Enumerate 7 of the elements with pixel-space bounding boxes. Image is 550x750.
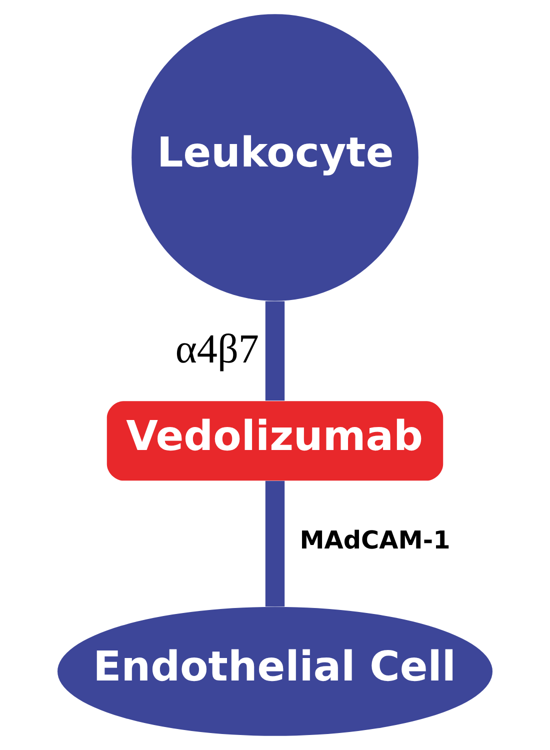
connector [265,480,285,607]
connector [265,301,285,401]
node-circle: Leukocyte [132,14,418,301]
node-ellipse: Endothelial Cell [58,606,492,736]
edge-label: MAdCAM-1 [300,525,450,554]
node-box: Vedolizumab [106,401,444,481]
edge-label: α4β7 [175,325,259,372]
